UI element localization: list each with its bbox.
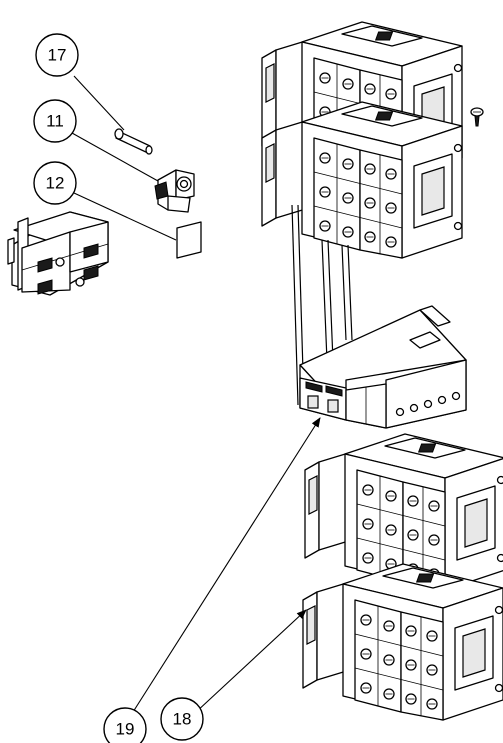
callout-11: 11 bbox=[33, 99, 77, 143]
callout-12: 12 bbox=[33, 161, 77, 205]
part-19-module bbox=[299, 305, 467, 429]
callout-18: 18 bbox=[160, 697, 204, 741]
callout-19-label: 19 bbox=[116, 720, 135, 739]
part-12-label-plate bbox=[176, 221, 202, 259]
callout-17-label: 17 bbox=[48, 46, 67, 65]
leader-lines bbox=[71, 75, 321, 714]
callout-19: 19 bbox=[103, 707, 147, 743]
callout-11-label: 11 bbox=[46, 112, 64, 131]
contactor-bottom-lower bbox=[303, 564, 503, 720]
part-11-clip bbox=[154, 169, 195, 213]
screw-small bbox=[470, 107, 484, 127]
callout-18-label: 18 bbox=[173, 710, 192, 729]
contactor-top-lower bbox=[262, 102, 462, 258]
part-17-pin bbox=[114, 128, 153, 155]
auxiliary-contact-block bbox=[7, 211, 109, 296]
callout-17: 17 bbox=[35, 33, 79, 77]
callout-12-label: 12 bbox=[46, 174, 65, 193]
